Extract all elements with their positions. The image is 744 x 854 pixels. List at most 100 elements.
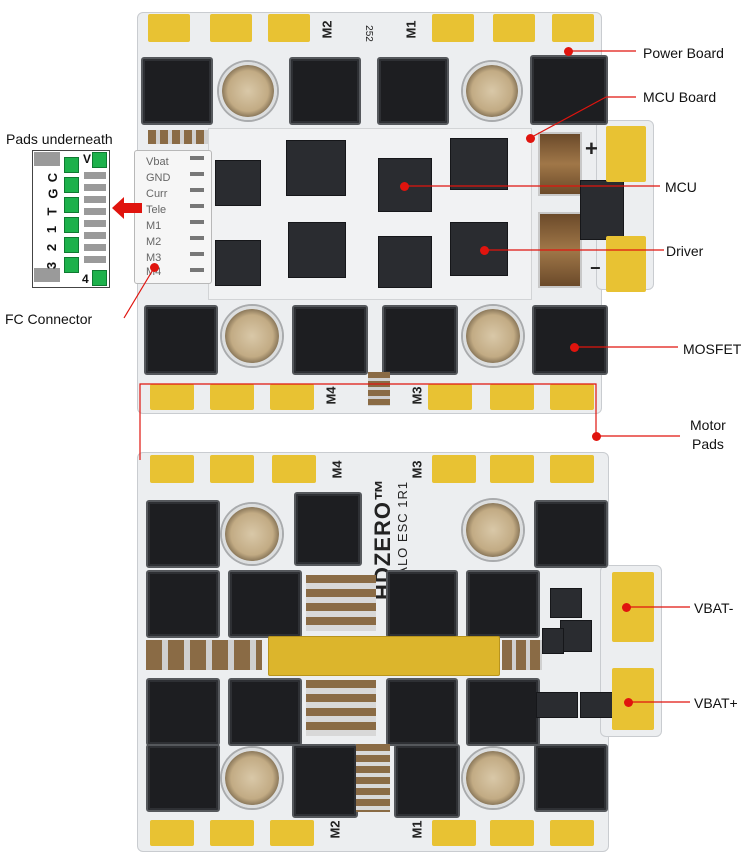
capacitor — [222, 748, 282, 808]
vbat-plus-pad — [612, 668, 654, 730]
fc-connector-label: FC Connector — [5, 311, 93, 327]
vbat-pad — [606, 236, 646, 292]
annotation-dot — [592, 432, 601, 441]
motor-pad — [150, 455, 194, 483]
vbat-minus-label: VBAT- — [694, 600, 734, 616]
mosfet — [534, 500, 608, 568]
motor-pad — [550, 455, 594, 483]
mosfet — [292, 305, 368, 375]
smd-array — [306, 680, 376, 736]
pads-underneath-title: Pads underneath — [6, 131, 113, 147]
motor-pad — [428, 384, 472, 410]
pad-grey — [84, 196, 106, 203]
connector-pin-label: Curr — [146, 188, 168, 200]
minus-sign: − — [590, 258, 601, 278]
chip — [550, 588, 582, 618]
smd-pair — [368, 372, 390, 406]
pad-diagram-corner — [34, 152, 60, 166]
mcu-chip — [286, 140, 346, 196]
annotation-dot — [570, 343, 579, 352]
motor-pad — [550, 820, 594, 846]
chip — [580, 692, 616, 718]
capacitor — [222, 504, 282, 564]
connector-pin-label: Tele — [146, 204, 167, 216]
pad-green — [64, 217, 79, 233]
motor-pad — [268, 14, 310, 42]
pad-green — [64, 257, 79, 273]
connector-contacts — [190, 156, 204, 274]
mcu-label: MCU — [665, 179, 697, 195]
motor-pad — [210, 14, 252, 42]
motor-pad — [150, 384, 194, 410]
annotation-dot — [400, 182, 409, 191]
motor-pads-label-2: Pads — [692, 436, 724, 452]
plus-sign: + — [585, 136, 598, 161]
motor-pad — [432, 14, 474, 42]
pad-grey — [84, 244, 106, 251]
pad-grey — [84, 208, 106, 215]
motor-pad — [432, 820, 476, 846]
inductor — [538, 132, 582, 196]
chip — [215, 160, 261, 206]
mosfet — [228, 678, 302, 746]
pad-grey — [84, 232, 106, 239]
motor-pad — [552, 14, 594, 42]
annotation-dot — [622, 603, 631, 612]
connector-pin-label: GND — [146, 172, 171, 184]
pad-green — [64, 177, 79, 193]
mosfet — [466, 570, 540, 638]
chip — [560, 620, 592, 652]
mosfet — [289, 57, 361, 125]
motor-pad — [270, 820, 314, 846]
pad-grey — [84, 220, 106, 227]
pad-green — [64, 197, 79, 213]
pad-grey — [84, 184, 106, 191]
pad-grey — [84, 256, 106, 263]
power-board-label: Power Board — [643, 45, 724, 61]
left-arrow-icon — [112, 197, 142, 219]
chip — [542, 628, 564, 654]
mosfet — [146, 500, 220, 568]
vbat-pad — [606, 126, 646, 182]
annotation-dot — [624, 698, 633, 707]
connector-pin-label: M3 — [146, 252, 162, 264]
pad-green — [64, 237, 79, 253]
chip — [378, 236, 432, 288]
motor-pad — [148, 14, 190, 42]
mosfet — [144, 305, 218, 375]
smd-row — [146, 640, 262, 670]
capacitor — [463, 306, 523, 366]
pad-green — [64, 157, 79, 173]
busbar — [268, 636, 500, 676]
smd-array — [306, 575, 376, 631]
capacitor — [463, 62, 521, 120]
regulator — [580, 180, 624, 240]
mosfet — [532, 305, 608, 375]
pad-label: 4 — [82, 272, 89, 286]
mosfet — [294, 492, 362, 566]
motor-pad — [550, 384, 594, 410]
connector-pin-label: M1 — [146, 220, 162, 232]
pad-grey — [84, 172, 106, 179]
mosfet — [146, 744, 220, 812]
connector-pin-label: Vbat — [146, 156, 169, 168]
motor-pad — [150, 820, 194, 846]
driver-label: Driver — [666, 243, 704, 259]
capacitor — [222, 306, 282, 366]
motor-pads-label: Motor — [690, 417, 726, 433]
motor-pad — [432, 455, 476, 483]
mosfet — [394, 744, 460, 818]
motor-pad — [490, 455, 534, 483]
mosfet — [530, 55, 608, 125]
chip — [215, 240, 261, 286]
annotation-dot — [564, 47, 573, 56]
mosfet — [386, 570, 458, 638]
mosfet — [146, 678, 220, 746]
motor-pad — [490, 820, 534, 846]
driver-chip — [450, 138, 508, 190]
mosfet — [377, 57, 449, 125]
motor-pad — [210, 820, 254, 846]
pad-label: V — [83, 152, 92, 166]
mosfet — [141, 57, 213, 125]
